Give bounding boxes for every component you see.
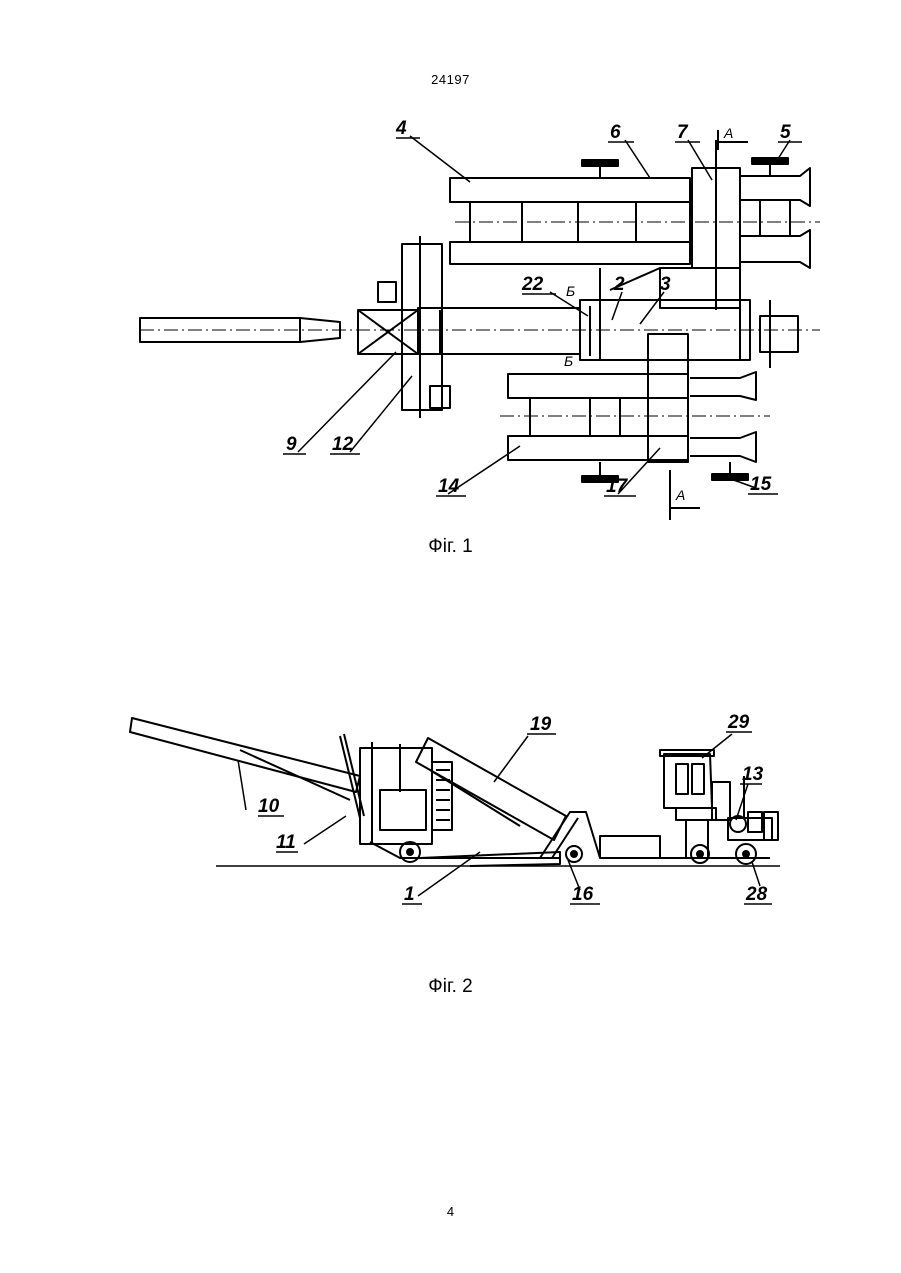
figure-2-caption: Фіг. 2 xyxy=(0,976,901,998)
fig1-label-15: 15 xyxy=(750,474,772,495)
fig2-label-28: 28 xyxy=(745,884,768,905)
fig2-label-10: 10 xyxy=(258,796,280,817)
fig1-label-12: 12 xyxy=(332,434,354,455)
fig1-label-2: 2 xyxy=(613,274,625,295)
fig2-label-19: 19 xyxy=(530,714,552,735)
fig1-label-9: 9 xyxy=(286,434,297,455)
fig1-label-B-bottom: Б xyxy=(564,353,573,369)
fig2-label-13: 13 xyxy=(742,764,764,785)
fig2-label-29: 29 xyxy=(727,712,750,733)
figure-1-caption: Фіг. 1 xyxy=(0,536,901,558)
fig1-label-4: 4 xyxy=(395,118,407,139)
fig2-label-11: 11 xyxy=(276,832,296,853)
fig1-label-7: 7 xyxy=(677,122,689,143)
fig1-label-B-top: Б xyxy=(566,283,575,299)
fig1-label-22: 22 xyxy=(521,274,544,295)
fig1-label-3: 3 xyxy=(660,274,671,295)
fig1-label-A-bottom: А xyxy=(675,487,685,503)
fig1-label-17: 17 xyxy=(606,476,629,497)
fig2-label-1: 1 xyxy=(404,884,415,905)
fig1-label-6: 6 xyxy=(610,122,621,143)
fig2-label-16: 16 xyxy=(572,884,594,905)
fig1-label-A-top: А xyxy=(723,125,733,141)
page-number: 4 xyxy=(0,1204,901,1219)
fig1-label-5: 5 xyxy=(780,122,791,143)
fig1-label-14: 14 xyxy=(438,476,460,497)
